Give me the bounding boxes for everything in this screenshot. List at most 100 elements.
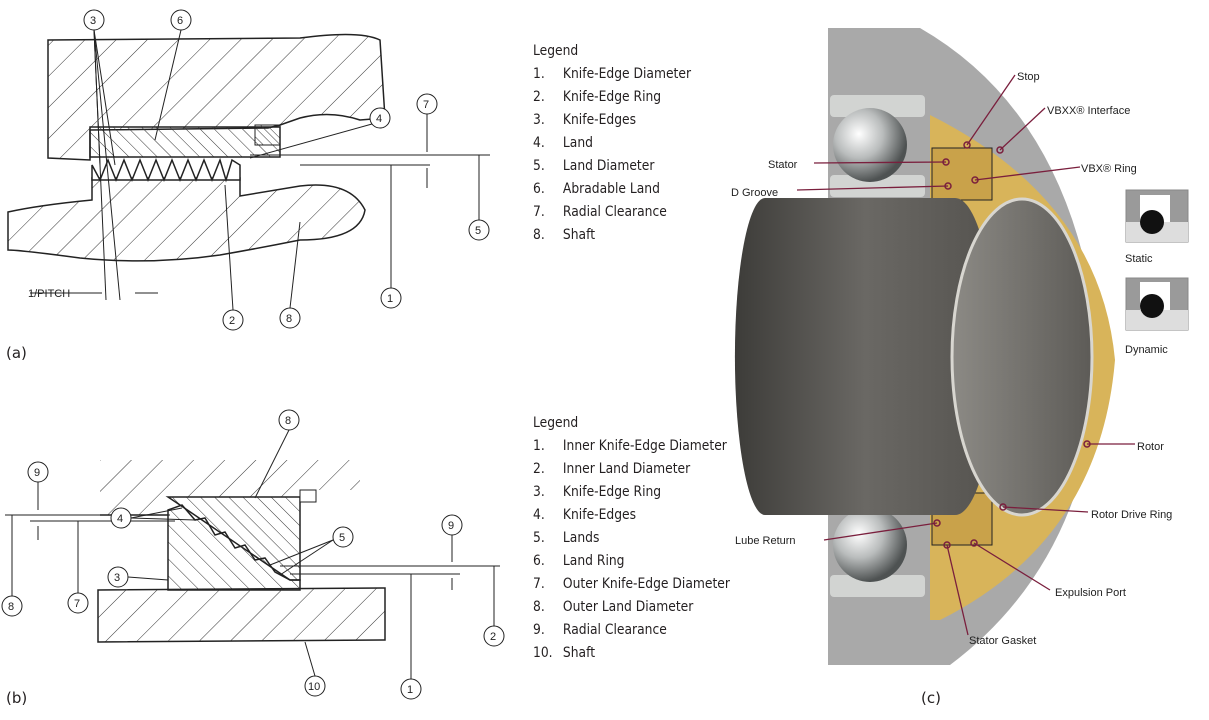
legend-text: Knife-Edge Ring <box>562 89 662 105</box>
label-expulsion-port: Expulsion Port <box>1055 587 1126 599</box>
leaders-c <box>796 74 1135 636</box>
svg-text:1: 1 <box>387 293 393 305</box>
legend-text: Shaft <box>562 645 596 661</box>
svg-text:7: 7 <box>423 99 429 111</box>
legend-item: 3.Knife-Edge Ring <box>533 481 739 504</box>
legend-item: 6.Abradable Land <box>533 178 739 201</box>
shaft <box>734 198 996 515</box>
callout: 4 <box>110 507 132 529</box>
legend-text: Land Diameter <box>562 158 655 174</box>
label-vbxx-interface: VBXX® Interface <box>1047 105 1130 117</box>
svg-text:9: 9 <box>34 467 40 479</box>
legend-item: 4.Land <box>533 132 739 155</box>
shaft-a <box>7 157 366 262</box>
legend-b: Legend 1. Inner Knife-Edge Diameter 2.Inne… <box>533 412 739 665</box>
shaft-end-face <box>950 197 1094 517</box>
callout: 6 <box>170 9 192 31</box>
label-lube-return: Lube Return <box>735 535 796 547</box>
legend-text: Knife-Edge Diameter <box>562 66 692 82</box>
legend-number: 1. <box>533 66 545 82</box>
svg-text:2: 2 <box>229 315 235 327</box>
legend-item: 2. Knife-Edge Ring <box>533 86 739 109</box>
housing-a <box>47 33 386 161</box>
callout: 3 <box>83 9 105 31</box>
svg-text:3: 3 <box>90 15 96 27</box>
abradable-land <box>89 126 281 158</box>
callout: 8 <box>1 595 23 617</box>
pitch-label: 1/PITCH <box>28 288 70 300</box>
label-dynamic: Dynamic <box>1125 344 1168 356</box>
svg-text:10: 10 <box>308 681 320 693</box>
callout: 4 <box>369 107 391 129</box>
legend-number: 7. <box>533 576 545 592</box>
svg-text:8: 8 <box>286 313 292 325</box>
caption-b: (b) <box>6 689 28 707</box>
label-stator: Stator <box>768 159 798 171</box>
legend-number: 7. <box>533 204 545 220</box>
figure-c-illustration: Stop VBXX® Interface Stator VBX® Ring D … <box>731 28 1189 665</box>
label-d-groove: D Groove <box>731 187 778 199</box>
legend-number: 9. <box>533 622 545 638</box>
legend-item: 8.Outer Land Diameter <box>533 596 739 619</box>
legend-number: 6. <box>533 553 545 569</box>
static-inset <box>1125 189 1189 243</box>
legend-item: 7.Radial Clearance <box>533 201 739 224</box>
figure-b-drawing: 8 9 9 4 5 3 7 8 2 10 1 <box>1 409 505 700</box>
legend-item: 5. Land Diameter <box>533 155 739 178</box>
legend-item: 5. Lands <box>533 527 739 550</box>
callout: 3 <box>107 566 129 588</box>
legend-title: Legend <box>533 415 579 431</box>
callouts-b: 8 9 9 4 5 3 7 8 2 10 1 <box>1 409 505 700</box>
svg-text:8: 8 <box>8 601 14 613</box>
legend-item: 8. Shaft <box>533 224 739 247</box>
callout: 1 <box>380 287 402 309</box>
callout: 9 <box>27 461 49 483</box>
legend-number: 1. <box>533 438 545 454</box>
legend-text: Knife-Edges <box>562 507 637 523</box>
legend-number: 4. <box>533 135 545 151</box>
legend-number: 5. <box>533 530 545 546</box>
callout: 8 <box>279 307 301 329</box>
svg-text:6: 6 <box>177 15 183 27</box>
legend-item: 7. Outer Knife-Edge Diameter <box>533 573 739 596</box>
legend-item: 2.Inner Land Diameter <box>533 458 739 481</box>
legend-text: Inner Land Diameter <box>562 461 691 477</box>
legend-text: Outer Knife-Edge Diameter <box>562 576 730 592</box>
label-rotor-drive-ring: Rotor Drive Ring <box>1091 509 1172 521</box>
svg-text:5: 5 <box>475 225 481 237</box>
legend-item: 10. Shaft <box>533 642 739 665</box>
shaft-b <box>97 587 386 643</box>
dynamic-inset <box>1125 277 1189 331</box>
legend-text: Knife-Edge Ring <box>562 484 662 500</box>
legend-number: 5. <box>533 158 545 174</box>
callout: 8 <box>278 409 300 431</box>
legend-item: 6.Land Ring <box>533 550 739 573</box>
label-stop: Stop <box>1017 71 1040 83</box>
callout: 1 <box>400 678 422 700</box>
label-static: Static <box>1125 253 1153 265</box>
callout: 5 <box>332 526 354 548</box>
legend-number: 6. <box>533 181 545 197</box>
legend-text: Knife-Edges <box>562 112 637 128</box>
caption-a: (a) <box>6 344 27 362</box>
legend-text: Shaft <box>562 227 596 243</box>
legend-text: Inner Knife-Edge Diameter <box>562 438 727 454</box>
legend-number: 3. <box>533 112 545 128</box>
label-rotor: Rotor <box>1137 441 1164 453</box>
knife-edges <box>91 157 241 183</box>
caption-c: (c) <box>921 689 941 707</box>
legend-number: 8. <box>533 599 545 615</box>
legend-item: 4.Knife-Edges <box>533 504 739 527</box>
svg-text:1: 1 <box>407 684 413 696</box>
legend-number: 10. <box>533 645 553 661</box>
legend-item: 9.Radial Clearance <box>533 619 739 642</box>
callout: 10 <box>304 675 326 697</box>
callout: 2 <box>222 309 244 331</box>
legend-text: Lands <box>562 530 600 546</box>
callout: 7 <box>416 93 438 115</box>
legend-number: 8. <box>533 227 545 243</box>
legend-number: 2. <box>533 89 545 105</box>
label-stator-gasket: Stator Gasket <box>969 635 1036 647</box>
